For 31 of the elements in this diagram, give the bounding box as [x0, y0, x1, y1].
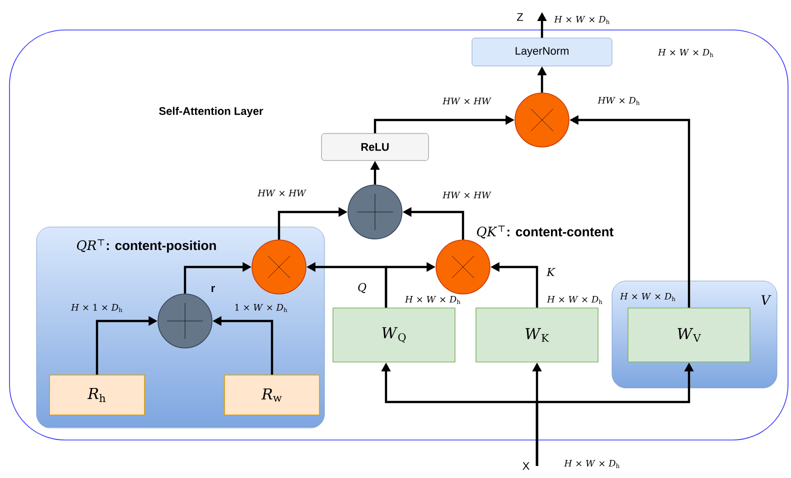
heading: Self-Attention Layer — [159, 106, 264, 118]
edge-label: Q — [358, 283, 366, 293]
tensor-label: Z — [517, 13, 524, 21]
weight-box: W$_{K}$ — [476, 308, 598, 362]
process-box: LayerNorm — [472, 38, 612, 66]
edge-label: HW × HW — [442, 192, 492, 198]
edge-label: K — [546, 268, 556, 276]
dimension-label: H × W × D$_{h}$ — [554, 16, 610, 24]
edge-label: 1 × W × D$_{h}$ — [235, 304, 288, 312]
group-heading: V — [761, 295, 772, 305]
annotation: r — [212, 286, 215, 292]
embedding-box: R$_{w}$ — [224, 374, 320, 416]
embedding-box: R$_{h}$ — [49, 374, 145, 416]
group-heading: QR$^{⊤}$: content-position — [77, 239, 216, 253]
edge-label: H × 1 × D$_{h}$ — [70, 304, 122, 312]
edge-label: HW × HW — [258, 190, 306, 196]
edge-label: HW × D$_{h}$ — [598, 97, 640, 105]
process-box: ReLU — [321, 133, 429, 161]
add-circle — [348, 184, 402, 240]
dimension-label: H × W × D$_{h}$ — [546, 296, 602, 304]
weight-box: W$_{V}$ — [628, 308, 750, 362]
weight-box: W$_{Q}$ — [332, 308, 456, 362]
dimension-label: H × W × D$_{h}$ — [620, 293, 676, 301]
annotation: QK$^{⊤}$: content-content — [477, 226, 614, 238]
edge-label: HW × HW — [442, 98, 492, 104]
tensor-label: X — [522, 462, 530, 470]
multiply-circle — [514, 92, 570, 148]
multiply-circle — [252, 240, 306, 294]
dimension-label: H × W × D$_{h}$ — [404, 296, 460, 304]
dimension-label: H × W × D$_{h}$ — [564, 460, 620, 468]
dimension-label: H × W × D$_{h}$ — [658, 49, 714, 57]
